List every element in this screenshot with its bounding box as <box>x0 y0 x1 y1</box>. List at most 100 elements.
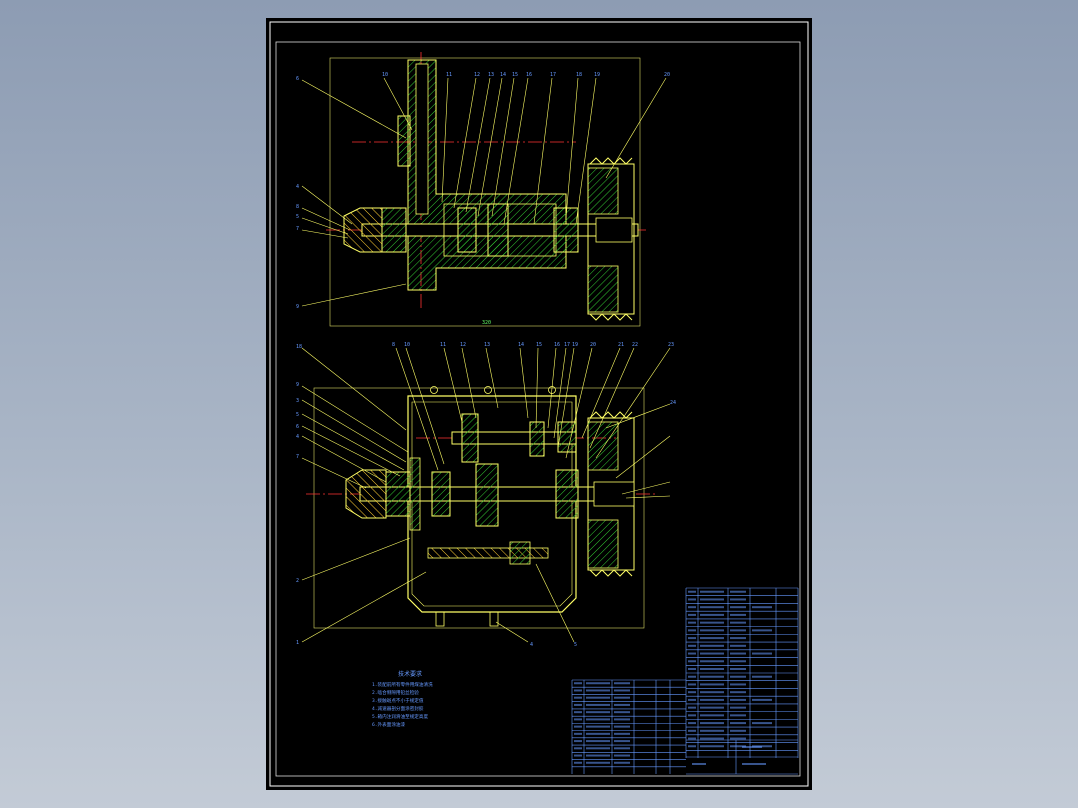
parts-list-name-mark <box>700 637 724 640</box>
parts-list-qty-mark <box>730 691 746 694</box>
parts-list-no-mark <box>688 606 696 609</box>
lower-list-name-mark <box>586 711 610 714</box>
parts-list-name-mark <box>700 590 724 593</box>
parts-list-mat-mark <box>752 606 772 609</box>
bolt-1 <box>430 386 438 394</box>
lower-list-name-mark <box>586 703 610 706</box>
svg-text:11: 11 <box>446 72 452 78</box>
svg-text:10: 10 <box>404 342 410 348</box>
svg-text:1: 1 <box>296 640 299 646</box>
parts-list-qty-mark <box>730 675 746 678</box>
top-pulley <box>587 157 635 321</box>
top-gear-2 <box>487 203 509 257</box>
parts-list-name-mark <box>700 714 724 717</box>
svg-text:18: 18 <box>296 344 302 350</box>
lower-list-qty-mark <box>614 696 630 699</box>
lower-list-qty-mark <box>614 747 630 750</box>
bottom-housing-wall <box>411 401 573 607</box>
parts-list-no-mark <box>688 613 696 616</box>
parts-list-no-mark <box>688 637 696 640</box>
lower-list-no-mark <box>574 732 582 735</box>
lower-list-no-mark <box>574 696 582 699</box>
parts-list-no-mark <box>688 737 696 740</box>
parts-list-name-mark <box>700 652 724 655</box>
parts-list-no-mark <box>688 691 696 694</box>
svg-text:17: 17 <box>550 72 556 78</box>
parts-list-no-mark <box>688 590 696 593</box>
svg-text:8: 8 <box>296 204 299 210</box>
svg-text:9: 9 <box>296 382 299 388</box>
svg-text:19: 19 <box>572 342 578 348</box>
inner-border <box>275 41 801 777</box>
svg-text:23: 23 <box>668 342 674 348</box>
bolt-2 <box>484 386 492 394</box>
parts-list-qty-mark <box>730 729 746 732</box>
lower-list-qty-mark <box>614 689 630 692</box>
bottom-main-gear-2 <box>431 471 451 517</box>
parts-list-name-mark <box>700 729 724 732</box>
parts-list-name-mark <box>700 691 724 694</box>
parts-list-name-mark <box>700 668 724 670</box>
drawing-sheet: 6 4 8 5 7 9 10 11 12 13 14 15 16 17 18 1… <box>266 18 812 790</box>
svg-text:12: 12 <box>474 72 480 78</box>
parts-list-qty-mark <box>730 652 746 655</box>
parts-list-qty-mark <box>730 660 746 663</box>
bottom-right-bearing <box>555 469 579 519</box>
lower-list-qty-mark <box>614 711 630 714</box>
parts-list-no-mark <box>688 722 696 725</box>
top-gear-1 <box>457 207 477 253</box>
lower-list-name-mark <box>586 754 610 757</box>
svg-text:22: 22 <box>632 342 638 348</box>
tech-requirements: 技术要求 1.装配前所有零件用煤油清洗 2.啮合侧隙用铅丝检验 3.接触斑点不小… <box>372 670 433 728</box>
parts-list-name-mark <box>700 737 724 740</box>
lower-list-no-mark <box>574 718 582 721</box>
parts-list-no-mark <box>688 652 696 655</box>
lower-list-no-mark <box>574 761 582 764</box>
parts-list-qty-mark <box>730 629 746 632</box>
lower-list-no-mark <box>574 747 582 750</box>
svg-text:16: 16 <box>526 72 532 78</box>
lower-list-name-mark <box>586 682 610 685</box>
lower-list-name-mark <box>586 761 610 764</box>
parts-list-name-mark <box>700 644 724 647</box>
svg-text:2: 2 <box>296 578 299 584</box>
parts-list-mat-mark <box>752 629 772 632</box>
svg-text:5: 5 <box>296 214 299 220</box>
parts-list-qty-mark <box>730 613 746 616</box>
bottom-view: 18 9 3 5 6 4 7 2 1 8 10 11 12 13 14 15 1 <box>296 342 676 648</box>
svg-text:7: 7 <box>296 454 299 460</box>
svg-text:4: 4 <box>530 642 533 648</box>
parts-list-qty-mark <box>730 698 746 701</box>
parts-list-no-mark <box>688 706 696 709</box>
svg-text:20: 20 <box>664 72 670 78</box>
bottom-left-cap <box>345 469 387 519</box>
svg-text:14: 14 <box>518 342 524 348</box>
bottom-right-bearing-upper <box>557 421 577 453</box>
lower-list-name-mark <box>586 740 610 743</box>
lower-list-name-mark <box>586 696 610 699</box>
parts-list-name-mark <box>700 660 724 663</box>
parts-list-no-mark <box>688 729 696 732</box>
svg-text:3: 3 <box>296 398 299 404</box>
lower-list-name-mark <box>586 725 610 728</box>
parts-list-no-mark <box>688 683 696 686</box>
parts-list-name-mark <box>700 722 724 725</box>
svg-text:4: 4 <box>296 184 299 190</box>
svg-text:19: 19 <box>594 72 600 78</box>
parts-list-no-mark <box>688 621 696 624</box>
parts-list-qty-mark <box>730 714 746 717</box>
parts-list-qty-mark <box>730 598 746 601</box>
drain-plug-1 <box>435 611 445 627</box>
parts-list-no-mark <box>688 745 696 748</box>
parts-list-mat-mark <box>752 652 772 655</box>
top-dim-text: 320 <box>482 320 491 326</box>
bottom-left-bearing <box>385 471 411 517</box>
parts-list-no-mark <box>688 644 696 647</box>
tech-req-title: 技术要求 <box>398 670 422 678</box>
svg-text:20: 20 <box>590 342 596 348</box>
parts-list-mat-mark <box>752 722 772 725</box>
top-view: 6 4 8 5 7 9 10 11 12 13 14 15 16 17 18 1… <box>296 52 670 327</box>
bottom-leaders <box>301 347 671 643</box>
bottom-lower-shaft <box>427 547 549 559</box>
